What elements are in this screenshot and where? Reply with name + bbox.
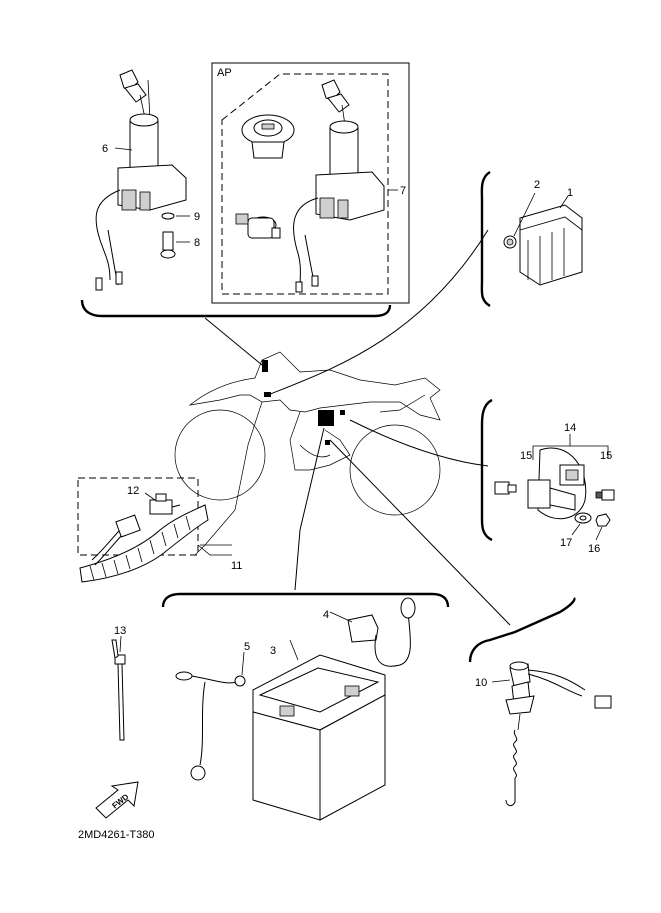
callout-12: 12 (127, 485, 139, 497)
callout-14: 14 (564, 422, 576, 434)
drawing-code: 2MD4261-T380 (78, 829, 154, 841)
callout-13: 13 (114, 625, 126, 637)
callout-2: 2 (534, 179, 540, 191)
fwd-arrow: FWD (95, 781, 139, 819)
callout-8: 8 (194, 237, 200, 249)
brake-switch-group (468, 597, 612, 807)
callout-15-right: 15 (600, 450, 612, 462)
callout-3: 3 (270, 645, 276, 657)
callout-4: 4 (323, 609, 329, 621)
battery-group (111, 592, 450, 821)
relay-group (480, 398, 615, 542)
callout-1: 1 (567, 187, 573, 199)
callout-5: 5 (244, 641, 250, 653)
callout-9: 9 (194, 211, 200, 223)
callout-10: 10 (475, 677, 487, 689)
callout-17: 17 (560, 537, 572, 549)
leader-lines (200, 229, 511, 626)
callout-7: 7 (400, 185, 406, 197)
callout-15-left: 15 (520, 450, 532, 462)
motorcycle-outline (174, 351, 441, 556)
callout-16: 16 (588, 543, 600, 555)
main-switch-group (80, 69, 392, 318)
connection-markers (262, 360, 345, 445)
wire-harness-group (77, 477, 232, 583)
rectifier-group (480, 170, 583, 308)
callout-6: 6 (102, 143, 108, 155)
ap-label: AP (217, 67, 232, 79)
callout-11: 11 (231, 560, 242, 572)
ap-kit-box (211, 62, 410, 304)
